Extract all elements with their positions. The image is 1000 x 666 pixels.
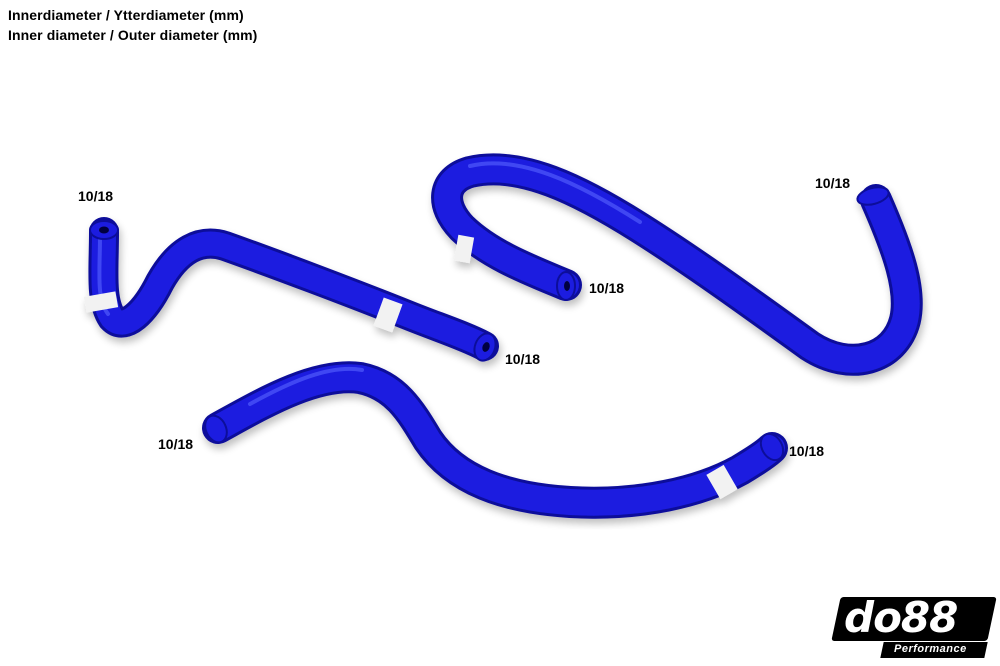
logo-tagline-text: Performance — [894, 643, 967, 655]
hose-3-left-dimension: 10/18 — [158, 436, 194, 452]
do88-logo: do88 Performance — [831, 593, 997, 658]
heading-english: Inner diameter / Outer diameter (mm) — [8, 27, 258, 43]
hose-2 — [431, 153, 923, 376]
hose-3 — [202, 361, 788, 519]
heading-norwegian: Innerdiameter / Ytterdiameter (mm) — [8, 7, 244, 23]
hose-1 — [83, 217, 499, 362]
logo-brand-text: do88 — [844, 593, 958, 642]
hose-2-top-dimension: 10/18 — [815, 175, 851, 191]
hose-1-end-dimension: 10/18 — [505, 351, 541, 367]
hose-2-inner-dimension: 10/18 — [589, 280, 625, 296]
hose-1-top-dimension: 10/18 — [78, 188, 114, 204]
hose-3-right-dimension: 10/18 — [789, 443, 825, 459]
